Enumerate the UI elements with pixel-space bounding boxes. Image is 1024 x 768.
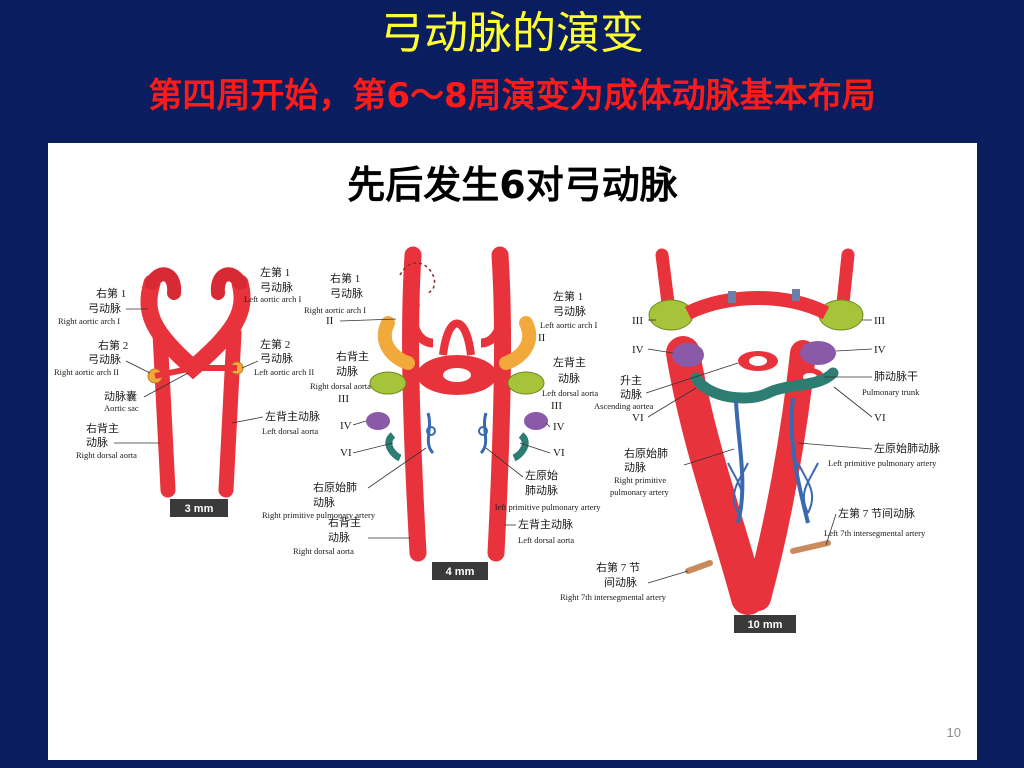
- s3-left-7th-cn: 左第 7 节间动脉: [838, 506, 915, 520]
- s2-left-arch1-en: Left aortic arch I: [540, 320, 598, 330]
- s2-roman-iii-left: III: [338, 393, 349, 405]
- stage3-diagram: 10 mm III III IV IV 升主 动脉 Ascending aort…: [560, 248, 940, 633]
- stage3-scale-bar: 10 mm: [734, 615, 796, 633]
- s3-pulm-trunk-cn: 肺动脉干: [874, 369, 918, 383]
- aortic-arch-figure: 3 mm 右第 1 弓动脉 Right aortic arch I 左第 1 弓…: [54, 246, 940, 633]
- stage1-labels: 右第 1 弓动脉 Right aortic arch I 左第 1 弓动脉 Le…: [54, 265, 320, 460]
- s2-roman-vi-left: VI: [340, 447, 352, 459]
- s2-left-pulm-en: left primitive pulmonary artery: [495, 502, 601, 512]
- s2-roman-iii-right: III: [551, 400, 562, 412]
- slide-title: 弓动脉的演变: [380, 8, 644, 59]
- s2-right-dorsal2-cn-a: 右背主: [328, 515, 361, 529]
- s1-right-dorsal-en: Right dorsal aorta: [76, 450, 137, 460]
- s2-roman-iv-left: IV: [340, 420, 352, 432]
- stage2-vessels: [366, 246, 548, 562]
- s1-right-arch1-en: Right aortic arch I: [58, 316, 120, 326]
- s3-left-pulm-en: Left primitive pulmonary artery: [828, 458, 937, 468]
- s3-right-7th-cn-b: 间动脉: [604, 575, 637, 589]
- slide-subtitle: 第四周开始，第6～8周演变为成体动脉基本布局: [148, 76, 876, 116]
- stage1-scale-label: 3 mm: [185, 503, 214, 515]
- stage3-vessels: [648, 248, 864, 615]
- s3-pulm-trunk-en: Pulmonary trunk: [862, 387, 920, 397]
- s2-roman-ii-left: II: [326, 315, 334, 327]
- s1-left-arch2-cn-b: 弓动脉: [260, 351, 293, 365]
- stage1-diagram: 3 mm 右第 1 弓动脉 Right aortic arch I 左第 1 弓…: [54, 265, 320, 517]
- stage3-scale-label: 10 mm: [748, 619, 783, 631]
- s2-right-arch1-cn-b: 弓动脉: [330, 286, 363, 300]
- stage1-scale-bar: 3 mm: [170, 499, 228, 517]
- s3-right-7th-en: Right 7th intersegmental artery: [560, 592, 667, 602]
- s1-right-arch2-en: Right aortic arch II: [54, 367, 119, 377]
- s2-left-dorsal-cn-b: 动脉: [558, 371, 580, 385]
- s2-roman-ii-right: II: [538, 332, 546, 344]
- s2-left-pulm-cn-a: 左原始: [525, 468, 558, 482]
- s3-roman-vi-left: VI: [632, 412, 644, 424]
- s2-right-dorsal-cn-a: 右背主: [336, 349, 369, 363]
- s1-right-arch2-cn-b: 弓动脉: [88, 352, 121, 366]
- s2-right-dorsal2-en: Right dorsal aorta: [293, 546, 354, 556]
- s3-left-7th-en: Left 7th intersegmental artery: [824, 528, 926, 538]
- s1-right-arch1-cn-b: 弓动脉: [88, 301, 121, 315]
- stage1-vessels: [140, 267, 251, 498]
- s1-aortic-sac-en: Aortic sac: [104, 403, 139, 413]
- s1-left-arch1-cn-b: 弓动脉: [260, 280, 293, 294]
- s2-right-arch1-en: Right aortic arch I: [304, 305, 366, 315]
- s2-right-pulm-cn-b: 动脉: [313, 495, 335, 509]
- s2-roman-vi-right: VI: [553, 447, 565, 459]
- s2-right-dorsal-cn-b: 动脉: [336, 364, 358, 378]
- s1-right-arch1-cn-a: 右第 1: [96, 286, 126, 300]
- panel-heading: 先后发生6对弓动脉: [347, 163, 678, 207]
- stage2-scale-label: 4 mm: [446, 566, 475, 578]
- s2-right-pulm-cn-a: 右原始肺: [313, 480, 357, 494]
- s1-left-arch1-en: Left aortic arch I: [244, 294, 302, 304]
- content-panel: 先后发生6对弓动脉 3 mm 右第 1 弓动脉: [48, 143, 977, 760]
- s3-ascending-cn-b: 动脉: [620, 387, 642, 401]
- s2-right-dorsal-en: Right dorsal aorta: [310, 381, 371, 391]
- s2-left-dorsal2-cn: 左背主动脉: [518, 517, 573, 531]
- s3-right-7th-cn-a: 右第 7 节: [596, 560, 640, 574]
- s2-left-dorsal-cn-a: 左背主: [553, 355, 586, 369]
- s3-right-pulm-cn-a: 右原始肺: [624, 446, 668, 460]
- s1-left-dorsal-cn: 左背主动脉: [265, 409, 320, 423]
- s3-roman-iv-left: IV: [632, 344, 644, 356]
- s3-right-pulm-cn-b: 动脉: [624, 460, 646, 474]
- s2-left-dorsal-en: Left dorsal aorta: [542, 388, 598, 398]
- s2-right-pulm-en: Right primitive pulmonary artery: [262, 510, 376, 520]
- page-number: 10: [946, 725, 961, 740]
- s1-left-arch2-en: Left aortic arch II: [254, 367, 314, 377]
- s1-left-arch1-cn-a: 左第 1: [260, 265, 290, 279]
- s1-right-arch2-cn-a: 右第 2: [98, 338, 128, 352]
- s2-right-arch1-cn-a: 右第 1: [330, 271, 360, 285]
- s2-left-pulm-cn-b: 肺动脉: [525, 483, 558, 497]
- s3-roman-iii-right: III: [874, 315, 885, 327]
- s3-right-pulm-en-b: pulmonary artery: [610, 487, 670, 497]
- s1-right-dorsal-cn-b: 动脉: [86, 435, 108, 449]
- s2-left-dorsal2-en: Left dorsal aorta: [518, 535, 574, 545]
- stage3-labels: III III IV IV 升主 动脉 Ascending aortea VI …: [560, 315, 940, 602]
- s2-left-arch1-cn-b: 弓动脉: [553, 304, 586, 318]
- s3-ascending-cn-a: 升主: [620, 374, 642, 387]
- s3-right-pulm-en-a: Right primitive: [614, 475, 666, 485]
- s3-roman-iv-right: IV: [874, 344, 886, 356]
- s3-roman-vi-right: VI: [874, 412, 886, 424]
- s2-roman-iv-right: IV: [553, 421, 565, 433]
- s1-left-arch2-cn-a: 左第 2: [260, 337, 290, 351]
- s1-right-dorsal-cn-a: 右背主: [86, 421, 119, 435]
- s3-ascending-en: Ascending aortea: [594, 401, 653, 411]
- stage2-scale-bar: 4 mm: [432, 562, 488, 580]
- s1-aortic-sac-cn: 动脉囊: [104, 389, 137, 403]
- stage2-diagram: 4 mm 右第 1 弓动脉 Right aortic arch I II 左第 …: [262, 246, 601, 580]
- s1-left-dorsal-en: Left dorsal aorta: [262, 426, 318, 436]
- s3-roman-iii-left: III: [632, 315, 643, 327]
- s3-left-pulm-cn: 左原始肺动脉: [874, 441, 940, 455]
- stage2-labels: 右第 1 弓动脉 Right aortic arch I II 左第 1 弓动脉…: [262, 271, 601, 556]
- s2-left-arch1-cn-a: 左第 1: [553, 289, 583, 303]
- s2-right-dorsal2-cn-b: 动脉: [328, 530, 350, 544]
